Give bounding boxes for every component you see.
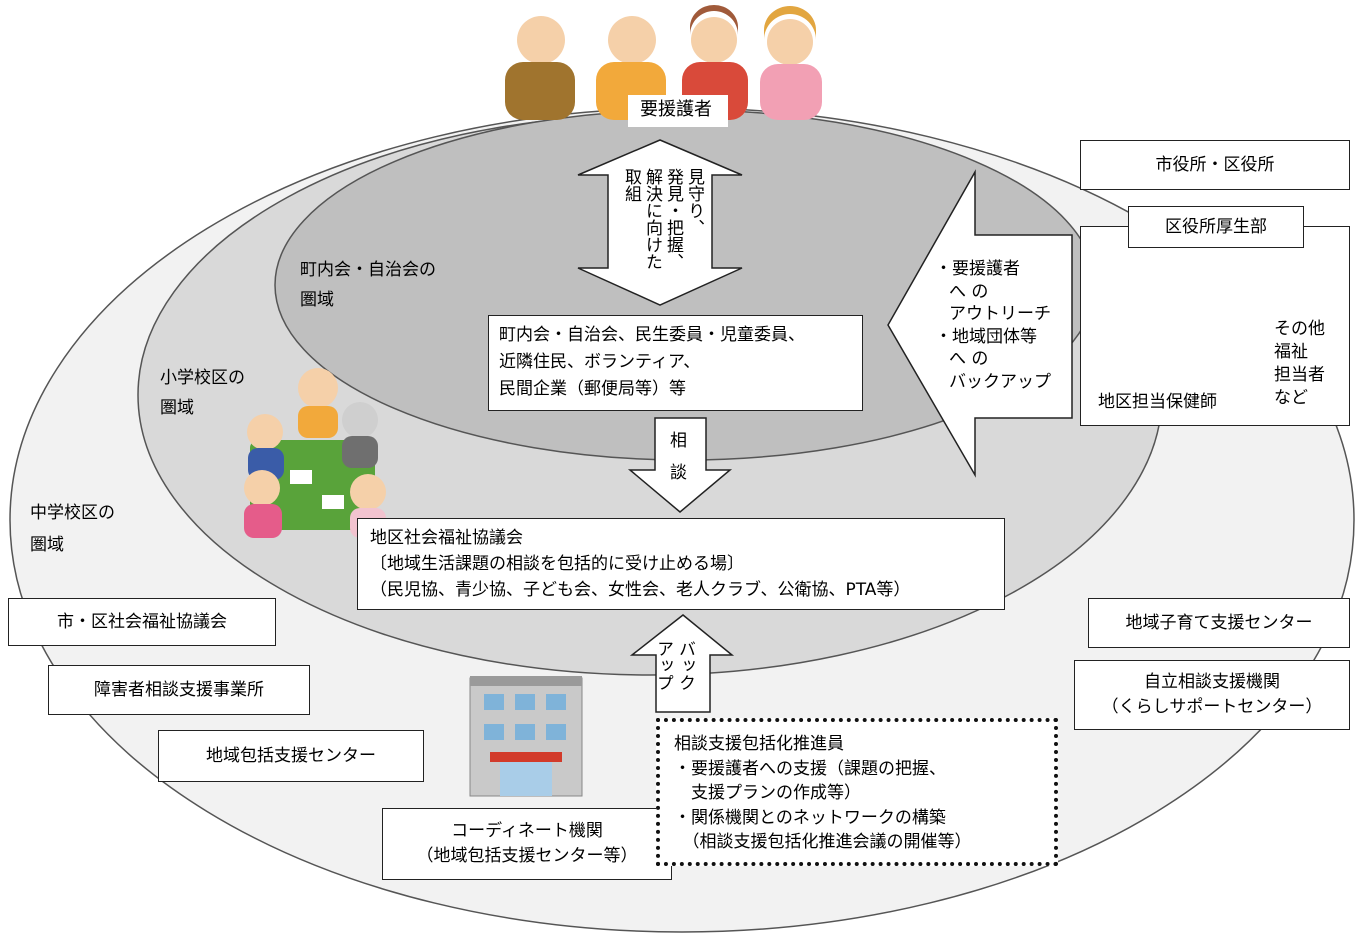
self-reliance-line1: 自立相談支援機関 (1144, 672, 1280, 692)
promoter-line4: ・関係機関とのネットワークの構築 (674, 807, 946, 828)
outreach-line5: へ の (949, 349, 989, 369)
promoter-line5: （相談支援包括化推進会議の開催等） (674, 832, 972, 852)
district-council-box: 地区社会福祉協議会 〔地域生活課題の相談を包括的に受け止める場〕 （民児協、青少… (357, 518, 1005, 610)
chonaikai-zone-label-line1: 町内会・自治会の (300, 260, 436, 280)
building-illustration (469, 676, 583, 797)
backup-arrow (629, 614, 735, 713)
other-staff-line4: など (1274, 388, 1308, 408)
district-council-line1: 地区社会福祉協議会 (370, 528, 523, 548)
elementary-zone-label-line2: 圏域 (160, 398, 194, 418)
community-meeting-illustration (244, 368, 386, 538)
coordinator-line1: コーディネート機関 (451, 821, 603, 841)
outreach-line4: ・地域団体等 (935, 326, 1037, 347)
junior-high-zone-label-line2: 圏域 (30, 535, 64, 555)
community-center-label: 地域包括支援センター (206, 746, 376, 766)
city-office-label: 市役所・区役所 (1155, 155, 1275, 175)
public-health-nurse-label: 地区担当保健師 (1098, 392, 1217, 412)
district-council-line3: （民児協、青少協、子ども会、女性会、老人クラブ、公衛協、PTA等） (370, 580, 911, 600)
city-council-label: 市・区社会福祉協議会 (57, 612, 227, 632)
elementary-zone-label-line1: 小学校区の (160, 368, 245, 388)
outreach-line3: アウトリーチ (949, 304, 1051, 324)
junior-high-zone-label: 中学校区の 圏域 (30, 497, 115, 561)
recipient-label: 要援護者 (640, 99, 712, 120)
district-council-line2: 〔地域生活課題の相談を包括的に受け止める場〕 (370, 554, 744, 574)
chonaikai-zone-label-line2: 圏域 (300, 290, 334, 310)
ward-health-label: 区役所厚生部 (1165, 217, 1267, 237)
chonaikai-members-line3: 民間企業（郵便局等）等 (499, 379, 686, 399)
consult-arrow (627, 417, 733, 513)
other-staff-line1: その他 (1274, 319, 1325, 339)
watch-arrow-text: 見守り、 発見・把握、 解決に向けた 取組 (621, 168, 704, 270)
city-council-box: 市・区社会福祉協議会 (8, 598, 276, 646)
disability-office-box: 障害者相談支援事業所 (48, 665, 310, 715)
coordinator-box: コーディネート機関 （地域包括支援センター等） (382, 808, 672, 880)
watch-double-arrow (577, 139, 743, 306)
other-staff-label: その他 福祉 担当者 など (1274, 318, 1325, 410)
promoter-line3: 支援プランの作成等） (674, 783, 861, 803)
city-office-box: 市役所・区役所 (1080, 140, 1350, 190)
promoter-line2: ・要援護者への支援（課題の把握、 (674, 758, 946, 779)
self-reliance-line2: （くらしサポートセンター） (1101, 697, 1323, 717)
outreach-line6: バックアップ (949, 371, 1051, 392)
promoter-line1: 相談支援包括化推進員 (674, 734, 844, 754)
child-center-label: 地域子育て支援センター (1125, 613, 1313, 633)
backup-arrow-text: バック アップ (653, 640, 695, 691)
recipient-label-bg (628, 95, 728, 127)
consult-arrow-text: 相 談 (670, 431, 687, 483)
outreach-line2: へ の (949, 281, 989, 302)
outreach-arrow (887, 169, 1073, 478)
other-staff-line2: 福祉 (1274, 342, 1308, 362)
outreach-text: ・要援護者 へ の アウトリーチ ・地域団体等 へ の バックアップ (935, 258, 1051, 393)
chonaikai-members-box: 町内会・自治会、民生委員・児童委員、 近隣住民、ボランティア、 民間企業（郵便局… (488, 315, 863, 411)
elementary-zone-label: 小学校区の 圏域 (160, 363, 245, 423)
ward-health-box: 区役所厚生部 (1128, 206, 1304, 248)
self-reliance-box: 自立相談支援機関 （くらしサポートセンター） (1074, 660, 1350, 730)
other-staff-line3: 担当者 (1274, 365, 1325, 385)
coordinator-line2: （地域包括支援センター等） (416, 846, 638, 866)
junior-high-zone-label-line1: 中学校区の (30, 503, 115, 523)
community-center-box: 地域包括支援センター (158, 730, 424, 782)
chonaikai-members-line2: 近隣住民、ボランティア、 (499, 352, 701, 372)
chonaikai-members-line1: 町内会・自治会、民生委員・児童委員、 (499, 325, 805, 345)
chonaikai-zone-label: 町内会・自治会の 圏域 (300, 255, 436, 315)
child-center-box: 地域子育て支援センター (1088, 598, 1350, 648)
outreach-line1: ・要援護者 (935, 259, 1020, 279)
disability-office-label: 障害者相談支援事業所 (94, 680, 264, 700)
ward-health-frame (1080, 226, 1350, 426)
promoter-box: 相談支援包括化推進員 ・要援護者への支援（課題の把握、 支援プランの作成等） ・… (656, 718, 1058, 866)
